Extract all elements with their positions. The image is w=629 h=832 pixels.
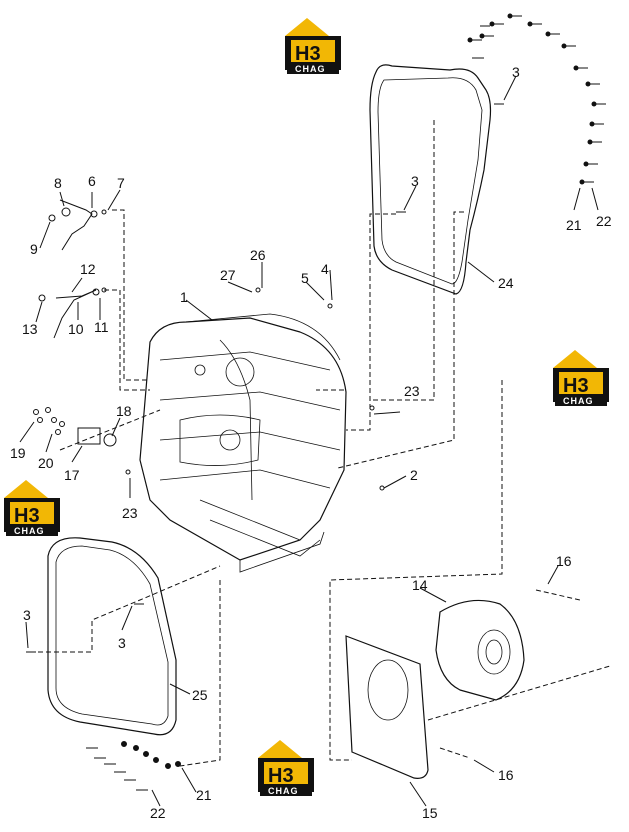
- svg-text:H3: H3: [295, 43, 321, 65]
- label-10: 10: [68, 321, 84, 337]
- svg-text:CHAG: CHAG: [268, 786, 299, 796]
- svg-text:CHAG: CHAG: [14, 526, 45, 536]
- label-3: 3: [23, 607, 31, 623]
- brand-logo-left: H3 CHAG: [4, 480, 60, 536]
- label-1: 1: [180, 289, 188, 305]
- brand-logo-top: H3 CHAG: [285, 18, 341, 74]
- label-19: 19: [10, 445, 26, 461]
- label-26: 26: [250, 247, 266, 263]
- bolt-arc-top-right: [467, 13, 606, 185]
- label-21: 21: [566, 217, 582, 233]
- label-9: 9: [30, 241, 38, 257]
- gasket-rear: [369, 64, 492, 295]
- label-23: 23: [122, 505, 138, 521]
- label-3: 3: [118, 635, 126, 651]
- svg-text:CHAG: CHAG: [563, 396, 594, 406]
- label-11: 11: [94, 319, 109, 335]
- label-18: 18: [116, 403, 132, 419]
- svg-text:CHAG: CHAG: [295, 64, 326, 74]
- svg-text:H3: H3: [563, 375, 589, 397]
- label-27: 27: [220, 267, 236, 283]
- label-12: 12: [80, 261, 96, 277]
- label-13: 13: [22, 321, 38, 337]
- brand-logo-bottom: H3 CHAG: [258, 740, 314, 796]
- brand-logo-right: H3 CHAG: [553, 350, 609, 406]
- label-25: 25: [192, 687, 208, 703]
- transmission-housing: [139, 313, 347, 573]
- leader-lines: [19, 75, 599, 807]
- label-24: 24: [498, 275, 514, 291]
- label-21: 21: [196, 787, 212, 803]
- gasket-front: [47, 537, 177, 736]
- label-6: 6: [88, 173, 96, 189]
- label-15: 15: [422, 805, 438, 821]
- sensor-assembly-upper: [48, 199, 107, 251]
- cover-plate: [345, 635, 429, 779]
- label-22: 22: [596, 213, 612, 229]
- alignment-lines: [30, 120, 611, 767]
- label-16: 16: [498, 767, 514, 783]
- label-17: 17: [64, 467, 80, 483]
- label-23: 23: [404, 383, 420, 399]
- label-16: 16: [556, 553, 572, 569]
- label-7: 7: [117, 175, 125, 191]
- label-3: 3: [512, 64, 520, 80]
- part-number-labels: 1 2 3 3 3 3 4 5 6 7 8 9 10 11 12 13 14 1…: [10, 64, 612, 821]
- svg-text:H3: H3: [14, 505, 40, 527]
- bolt-row-bottom: [86, 741, 181, 791]
- label-22: 22: [150, 805, 166, 821]
- label-5: 5: [301, 270, 309, 286]
- bell-cover: [435, 599, 525, 701]
- sensor-assembly-lower: [38, 287, 107, 339]
- label-20: 20: [38, 455, 54, 471]
- label-8: 8: [54, 175, 62, 191]
- label-2: 2: [410, 467, 418, 483]
- label-3: 3: [411, 173, 419, 189]
- label-4: 4: [321, 261, 329, 277]
- svg-text:H3: H3: [268, 765, 294, 787]
- label-14: 14: [412, 577, 428, 593]
- bracket-assembly: [33, 407, 117, 447]
